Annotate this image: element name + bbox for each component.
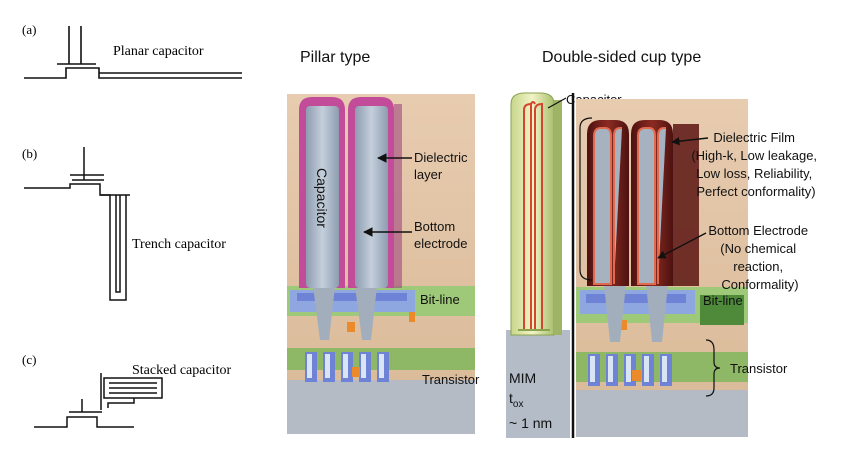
panel-a-label: Planar capacitor	[113, 44, 204, 59]
cup-transistor-bracket	[705, 339, 721, 397]
mim-inset	[506, 92, 570, 438]
cup-electrode-arrow	[657, 232, 707, 259]
panel-b-tag: (b)	[22, 146, 37, 161]
cup-dielectric-label: Dielectric Film (High-k, Low leakage, Lo…	[691, 130, 820, 199]
panel-a-planar	[24, 26, 242, 79]
mim-value-label: ~ 1 nm	[509, 415, 552, 431]
cup-bitline-label: Bit-line	[703, 293, 743, 308]
pillar-title: Pillar type	[300, 49, 370, 66]
panel-a-tag: (a)	[22, 22, 36, 37]
pillar-capacitor-label: Capacitor	[314, 168, 330, 228]
cup-image	[576, 99, 748, 437]
cup-transistor-label: Transistor	[730, 361, 788, 376]
panel-c-stacked	[34, 373, 163, 428]
panel-c-tag: (c)	[22, 352, 36, 367]
cup-capacitor-leader	[547, 97, 567, 109]
cup-dielectric-arrow	[671, 136, 709, 146]
pillar-dielectric-label: Dielectric layer	[414, 150, 471, 182]
pillar-bitline-label: Bit-line	[420, 292, 460, 307]
panel-c-label: Stacked capacitor	[132, 363, 231, 378]
cup-capacitor-bracket	[579, 117, 593, 281]
mim-thickness-label: MIM	[509, 370, 536, 386]
mim-tox-label: tox	[509, 390, 523, 410]
cup-electrode-label: Bottom Electrode (No chemical reaction, …	[708, 223, 811, 292]
pillar-electrode-label: Bottom electrode	[414, 219, 467, 251]
panel-b-trench	[24, 147, 130, 301]
pillar-transistor-label: Transistor	[422, 372, 480, 387]
cup-title: Double-sided cup type	[542, 49, 701, 66]
panel-b-label: Trench capacitor	[132, 237, 226, 252]
pillar-image	[287, 94, 475, 434]
